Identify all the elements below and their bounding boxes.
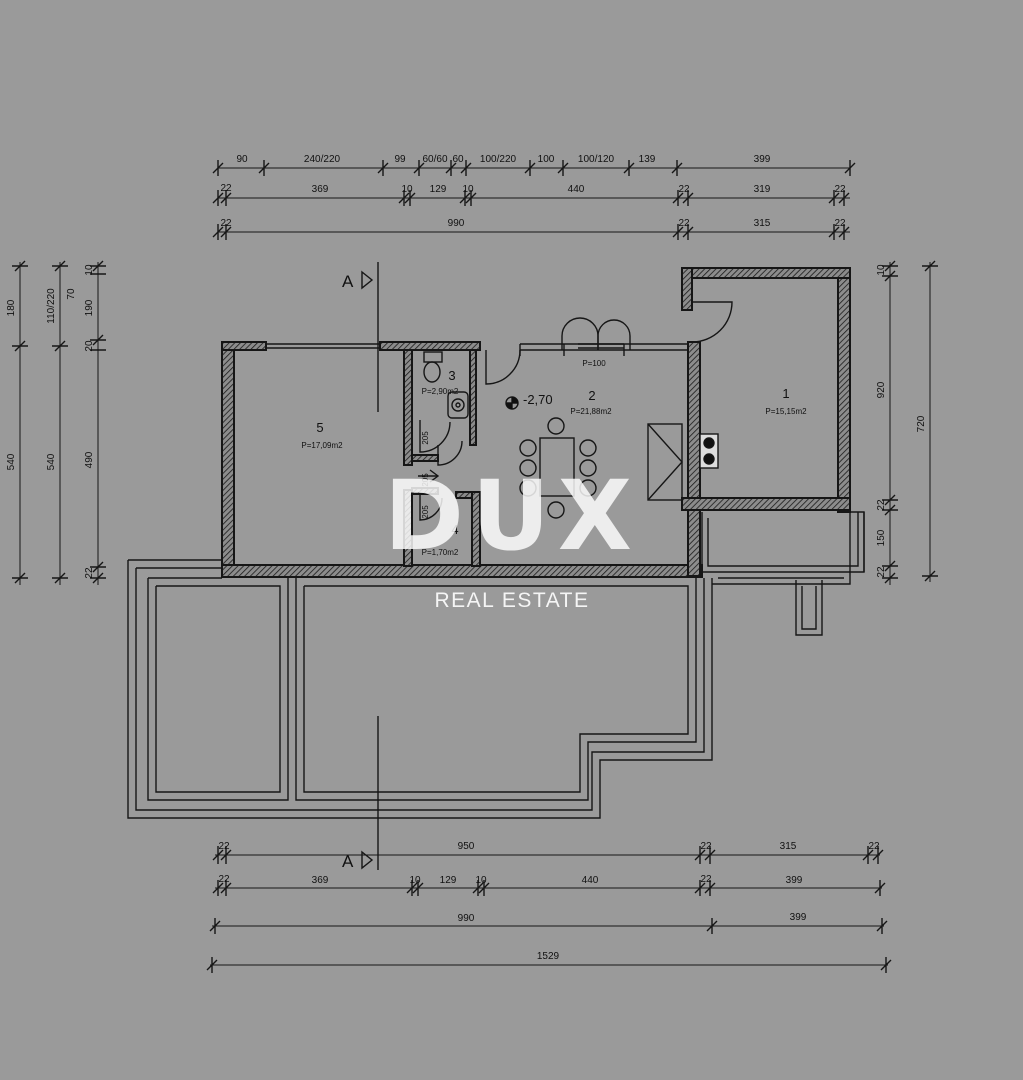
dim-label: 399 <box>786 875 803 886</box>
dim-label: 10 <box>84 264 95 276</box>
dim-label: 22 <box>700 841 712 852</box>
room-2-area: P=21,88m2 <box>570 407 612 416</box>
dim-label: 22 <box>868 841 880 852</box>
door-width-label: 205 <box>421 431 430 445</box>
dining-table <box>519 417 597 519</box>
dim-label: 540 <box>46 453 57 470</box>
bathroom-fixtures <box>423 351 469 419</box>
dim-label: 315 <box>754 218 771 229</box>
door-width-label: 205 <box>421 505 430 519</box>
dim-label: 720 <box>916 415 927 432</box>
dim-label: 22 <box>218 841 230 852</box>
dim-label: 399 <box>754 154 771 165</box>
dim-label: 950 <box>458 841 475 852</box>
dim-label: 22 <box>218 874 230 885</box>
section-label-top: A <box>342 272 354 291</box>
dim-label: 129 <box>440 875 457 886</box>
dim-label: 22 <box>834 218 846 229</box>
section-line <box>361 262 379 870</box>
dim-label: 1529 <box>537 951 560 962</box>
dim-label: 540 <box>6 453 17 470</box>
dim-label: 22 <box>678 184 690 195</box>
bottom-dimensions: 22 950 22 315 22 22 369 10 129 10 440 22… <box>206 841 892 973</box>
room-4-area: P=1,70m2 <box>422 548 459 557</box>
dim-label: 60 <box>452 154 464 165</box>
dim-label: 10 <box>475 875 487 886</box>
dim-label: 990 <box>458 913 475 924</box>
room-2-number: 2 <box>588 388 595 403</box>
kitchen-counter <box>647 423 719 501</box>
dim-label: 369 <box>312 875 329 886</box>
dim-label: 129 <box>430 184 447 195</box>
stair-arrows <box>418 469 440 483</box>
dim-label: 22 <box>876 566 887 578</box>
dim-label: 22 <box>700 874 712 885</box>
window-area-label: P=100 <box>582 359 606 368</box>
walls <box>221 267 851 578</box>
room-1-area: P=15,15m2 <box>765 407 807 416</box>
room-3-number: 3 <box>448 368 455 383</box>
section-label-bottom: A <box>342 852 354 871</box>
dim-label: 10 <box>409 875 421 886</box>
dim-label: 70 <box>66 288 77 300</box>
dim-label: 22 <box>678 218 690 229</box>
dim-label: 20 <box>84 340 95 352</box>
dim-label: 190 <box>84 299 95 316</box>
dim-label: 440 <box>582 875 599 886</box>
top-dimensions: 90 240/220 99 60/60 60 100/220 100 100/1… <box>212 154 856 240</box>
dim-label: 99 <box>394 154 406 165</box>
right-dimensions: 10 920 22 150 22 720 <box>876 260 938 585</box>
dim-label: 150 <box>876 529 887 546</box>
dim-label: 22 <box>834 184 846 195</box>
room-3-area: P=2,90m2 <box>422 387 459 396</box>
dim-label: 920 <box>876 381 887 398</box>
level-label: -2,70 <box>523 392 553 407</box>
dim-label: 369 <box>312 184 329 195</box>
dim-label: 110/220 <box>46 288 57 324</box>
dim-label: 180 <box>6 299 17 316</box>
watermark-subtitle: REAL ESTATE <box>435 589 590 612</box>
dim-label: 990 <box>448 218 465 229</box>
dim-label: 100/120 <box>578 154 615 165</box>
dim-label: 319 <box>754 184 771 195</box>
dim-label: 10 <box>876 264 887 276</box>
dim-label: 100 <box>538 154 555 165</box>
dim-label: 139 <box>639 154 656 165</box>
dim-label: 10 <box>401 184 413 195</box>
room-5-area: P=17,09m2 <box>301 441 343 450</box>
left-dimensions: 180 540 110/220 70 540 10 190 20 490 22 <box>6 260 106 585</box>
dim-label: 10 <box>462 184 474 195</box>
dim-label: 22 <box>876 499 887 511</box>
watermark-logo: DUX <box>384 460 640 572</box>
dim-label: 440 <box>568 184 585 195</box>
dim-label: 490 <box>84 451 95 468</box>
dim-label: 22 <box>84 567 95 579</box>
room-4-number: 4 <box>451 522 458 537</box>
dim-label: 22 <box>220 218 232 229</box>
dim-label: 60/60 <box>422 154 447 165</box>
dim-label: 399 <box>790 912 807 923</box>
dim-label: 22 <box>220 183 232 194</box>
doors <box>419 301 733 521</box>
room-1-number: 1 <box>782 386 789 401</box>
dim-label: 240/220 <box>304 154 341 165</box>
dim-label: 315 <box>780 841 797 852</box>
room-5-number: 5 <box>316 420 323 435</box>
door-width-label: 205 <box>421 473 430 487</box>
level-marker <box>505 396 519 410</box>
dim-label: 90 <box>236 154 248 165</box>
dim-label: 100/220 <box>480 154 517 165</box>
